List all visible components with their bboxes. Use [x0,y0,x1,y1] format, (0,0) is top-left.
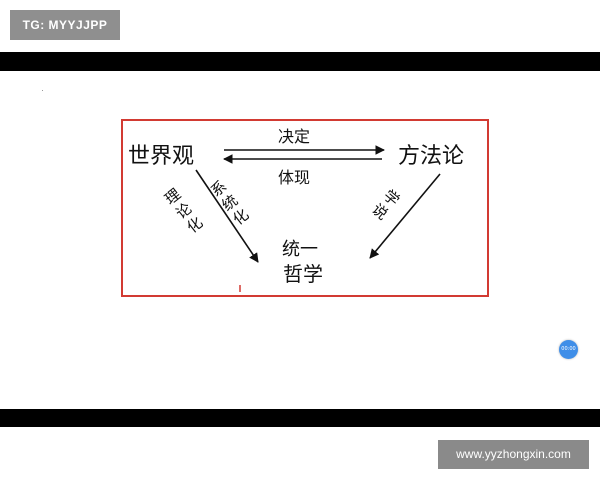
site-watermark: www.yyzhongxin.com [438,440,589,469]
arrow-left-to-unified [195,169,259,263]
letterbox-bottom [0,409,600,427]
node-methodology: 方法论 [398,144,464,169]
edge-label-decides: 决定 [278,127,310,146]
stray-dot [42,90,43,91]
edge-label-embodies: 体现 [278,168,310,187]
letterbox-top [0,52,600,71]
play-button[interactable]: 00:00 [559,340,578,359]
node-unified-top: 统一 [282,239,318,260]
node-unified-bottom: 哲学 [283,262,323,286]
tg-watermark: TG: MYYJJPP [10,10,120,40]
diagram-frame [121,119,489,297]
node-worldview: 世界观 [128,144,194,169]
arrow-right-to-unified [369,173,441,259]
